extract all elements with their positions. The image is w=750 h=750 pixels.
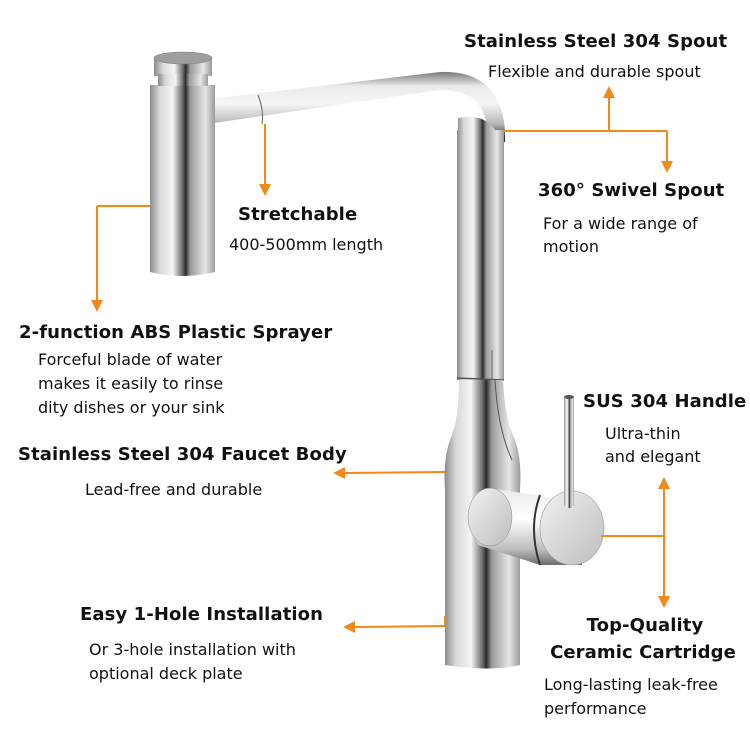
body-description: Lead-free and durable <box>85 480 263 499</box>
cartridge-description-line1: Long-lasting leak-free <box>544 675 718 694</box>
body-title: Stainless Steel 304 Faucet Body <box>18 444 347 465</box>
handle-title: SUS 304 Handle <box>583 391 747 412</box>
spout-neck <box>456 116 505 381</box>
sprayer-description-line1: Forceful blade of water <box>38 350 223 369</box>
callout-lines <box>91 86 673 633</box>
swivel-title: 360° Swivel Spout <box>538 180 725 201</box>
cartridge-description-line2: performance <box>544 699 647 718</box>
cartridge-title-line1: Top-Quality <box>586 615 704 636</box>
installation-title: Easy 1-Hole Installation <box>80 604 324 625</box>
handle-description-line1: Ultra-thin <box>605 424 681 443</box>
installation-description-line2: optional deck plate <box>89 664 243 683</box>
cartridge-title-line2: Ceramic Cartridge <box>550 642 736 663</box>
stretchable-title: Stretchable <box>238 204 358 225</box>
handle-cartridge <box>467 487 605 566</box>
swivel-description-line2: motion <box>543 237 600 256</box>
sprayer-description-line3: dity dishes or your sink <box>38 398 225 417</box>
handle-description-line2: and elegant <box>605 447 701 466</box>
spout-title: Stainless Steel 304 Spout <box>464 31 728 52</box>
sprayer-description-line2: makes it easily to rinse <box>38 374 224 393</box>
spout-description: Flexible and durable spout <box>488 62 701 81</box>
swivel-description-line1: For a wide range of <box>543 214 698 233</box>
handle-lever <box>564 395 574 508</box>
stretchable-description: 400-500mm length <box>229 235 384 254</box>
sprayer-head <box>150 51 215 276</box>
installation-description-line1: Or 3-hole installation with <box>89 640 296 659</box>
sprayer-title: 2-function ABS Plastic Sprayer <box>19 322 333 343</box>
spout-arm <box>200 71 505 142</box>
